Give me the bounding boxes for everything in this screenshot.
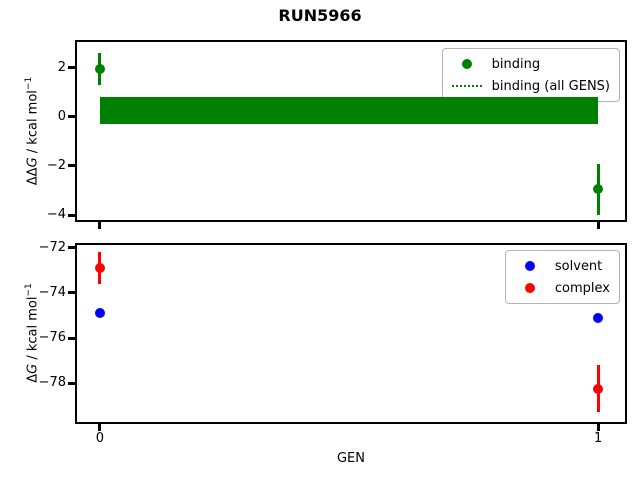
y-tick: [68, 336, 75, 340]
binding-all-gens-dotted-line-icon: [451, 85, 482, 87]
y-tick: [68, 66, 75, 70]
solvent-dot-icon: [524, 261, 535, 271]
y-tick-label: 0: [57, 108, 66, 124]
y-tick-label: −74: [38, 284, 66, 300]
legend-label-binding-all-gens: binding (all GENS): [491, 78, 610, 94]
legend-marker-cell: [452, 59, 482, 69]
legend-marker-cell: [515, 261, 545, 271]
y-tick-label: −4: [46, 207, 66, 223]
x-axis-label: GEN: [336, 451, 365, 466]
y-tick: [68, 381, 75, 385]
data-point-binding: [94, 64, 105, 74]
ylabel-bottom-variable: G: [25, 363, 41, 374]
y-tick: [68, 213, 75, 217]
all-gens-band: [99, 96, 599, 124]
y-tick-label: 2: [57, 59, 66, 75]
legend-item-solvent: solvent: [515, 256, 610, 276]
x-tick: [98, 222, 102, 229]
y-tick: [68, 246, 75, 250]
binding-dot-icon: [461, 59, 472, 69]
x-tick-label: 0: [95, 431, 105, 446]
y-tick: [68, 291, 75, 295]
y-tick: [68, 115, 75, 119]
x-tick: [596, 222, 600, 229]
x-tick: [98, 424, 102, 431]
legend-marker-cell: [515, 283, 545, 293]
complex-dot-icon: [524, 283, 535, 293]
legend-label-complex: complex: [554, 280, 610, 296]
y-tick-label: −72: [38, 239, 66, 255]
data-point-complex: [94, 263, 105, 274]
top-axes-frame: [75, 40, 627, 222]
legend-label-binding: binding: [491, 56, 541, 72]
y-tick-label: −78: [38, 375, 66, 391]
data-point-solvent: [94, 308, 105, 319]
y-tick-label: −2: [46, 157, 66, 173]
legend-marker-cell: [451, 85, 482, 87]
figure-title: RUN5966: [278, 6, 362, 25]
bottom-axes-frame: [75, 243, 627, 424]
x-tick: [596, 424, 600, 431]
legend-item-binding-all-gens: binding (all GENS): [451, 76, 610, 96]
data-point-solvent: [593, 312, 604, 323]
legend-label-solvent: solvent: [554, 258, 603, 274]
data-point-binding: [593, 184, 604, 195]
top-legend: binding binding (all GENS): [441, 48, 620, 102]
legend-item-binding: binding: [452, 54, 610, 74]
y-tick: [68, 164, 75, 168]
ylabel-top-exponent: −1: [24, 76, 34, 91]
x-tick-label: 1: [593, 431, 603, 446]
legend-item-complex: complex: [515, 278, 610, 298]
data-point-complex: [593, 383, 604, 394]
bottom-legend: solvent complex: [504, 250, 620, 304]
y-tick-label: −76: [38, 330, 66, 345]
